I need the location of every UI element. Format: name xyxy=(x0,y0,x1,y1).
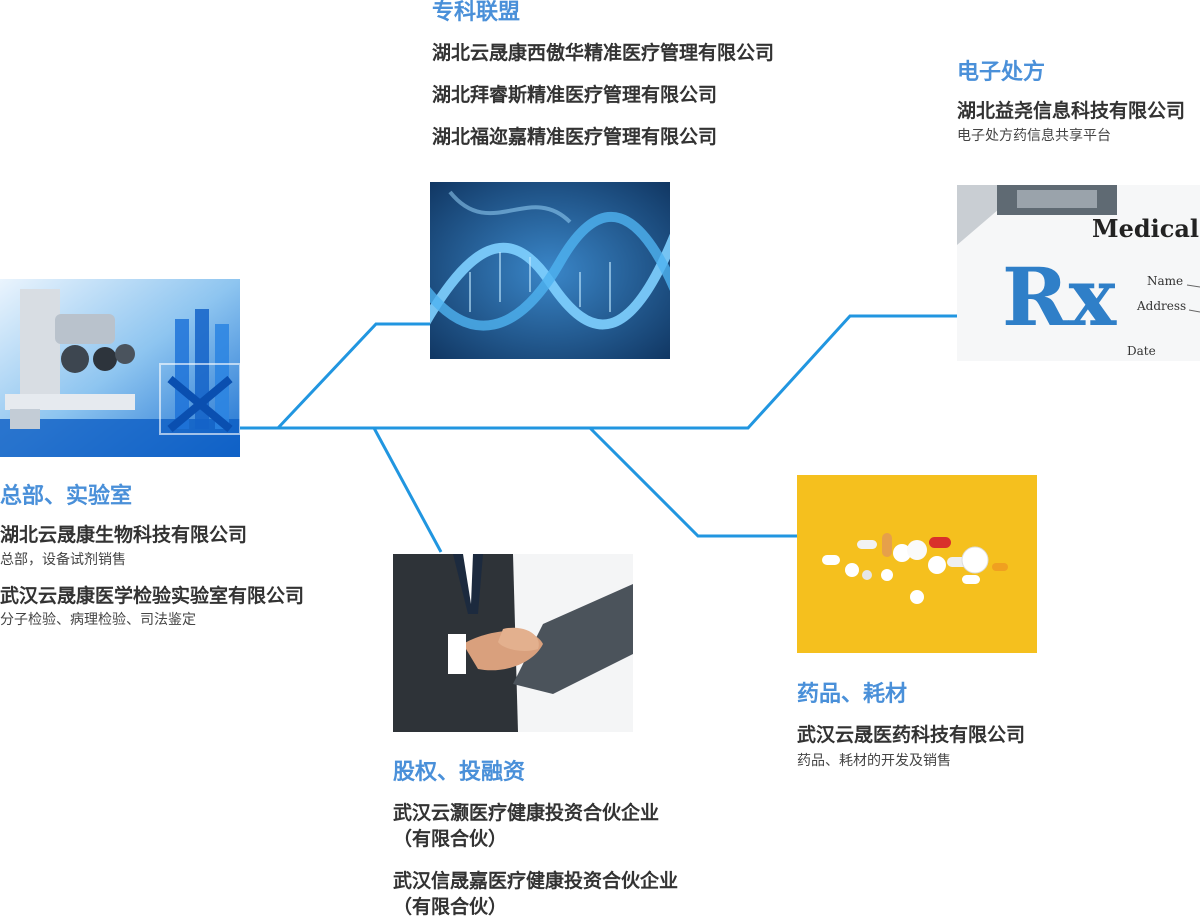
investment-entity-1: 武汉云灏医疗健康投资合伙企业 xyxy=(393,802,660,825)
headquarters-section: 总部、实验室 湖北云晟康生物科技有限公司 总部，设备试剂销售 武汉云晟康医学检验… xyxy=(0,484,304,631)
hq-company-1: 湖北云晟康生物科技有限公司 xyxy=(0,524,248,547)
pills-image xyxy=(797,475,1037,653)
prescription-section: 电子处方 湖北益尧信息科技有限公司 电子处方药信息共享平台 xyxy=(957,60,1185,147)
alliance-section: 专科联盟 湖北云晟康西傲华精准医疗管理有限公司 湖北拜睿斯精准医疗管理有限公司 … xyxy=(432,0,774,150)
alliance-company-1: 湖北云晟康西傲华精准医疗管理有限公司 xyxy=(432,42,775,65)
prescription-desc: 电子处方药信息共享平台 xyxy=(957,128,1111,145)
handshake-image xyxy=(393,554,633,732)
prescription-company: 湖北益尧信息科技有限公司 xyxy=(957,100,1186,123)
investment-entity-2-suffix: （有限合伙） xyxy=(393,895,508,918)
main-trunk-line xyxy=(238,314,958,430)
investment-entity-1-suffix: （有限合伙） xyxy=(393,828,508,851)
pharma-section: 药品、耗材 武汉云晟医药科技有限公司 药品、耗材的开发及销售 xyxy=(797,682,1025,772)
hq-desc-1: 总部，设备试剂销售 xyxy=(0,552,126,569)
dna-helix-image xyxy=(430,182,670,359)
alliance-company-2: 湖北拜睿斯精准医疗管理有限公司 xyxy=(432,84,718,107)
rx-address-text: Address xyxy=(1136,299,1186,313)
investment-section: 股权、投融资 武汉云灏医疗健康投资合伙企业 （有限合伙） 武汉信晟嘉医疗健康投资… xyxy=(393,760,678,919)
alliance-company-3: 湖北福迩嘉精准医疗管理有限公司 xyxy=(432,125,718,148)
alliance-title: 专科联盟 xyxy=(432,0,521,25)
branch-to-investment xyxy=(372,427,443,553)
prescription-title: 电子处方 xyxy=(957,60,1046,85)
headquarters-title: 总部、实验室 xyxy=(0,484,133,509)
rx-date-text: Date xyxy=(1127,344,1156,358)
investment-entity-2: 武汉信晟嘉医疗健康投资合伙企业 xyxy=(393,869,679,892)
rx-heading-text: Medical xyxy=(1092,214,1199,243)
lab-microscope-image xyxy=(0,279,240,457)
investment-title: 股权、投融资 xyxy=(393,760,526,785)
pharma-company: 武汉云晟医药科技有限公司 xyxy=(797,724,1026,747)
rx-symbol-text: Rx xyxy=(1002,250,1117,344)
hq-desc-2: 分子检验、病理检验、司法鉴定 xyxy=(0,612,196,629)
medical-prescription-image: Medical Rx Name Address Date xyxy=(957,185,1200,361)
pharma-desc: 药品、耗材的开发及销售 xyxy=(797,753,951,770)
pharma-title: 药品、耗材 xyxy=(797,682,908,707)
hq-company-2: 武汉云晟康医学检验实验室有限公司 xyxy=(0,584,305,607)
branch-to-alliance xyxy=(276,322,432,430)
branch-to-pharma xyxy=(588,426,798,538)
rx-name-text: Name xyxy=(1147,274,1183,288)
